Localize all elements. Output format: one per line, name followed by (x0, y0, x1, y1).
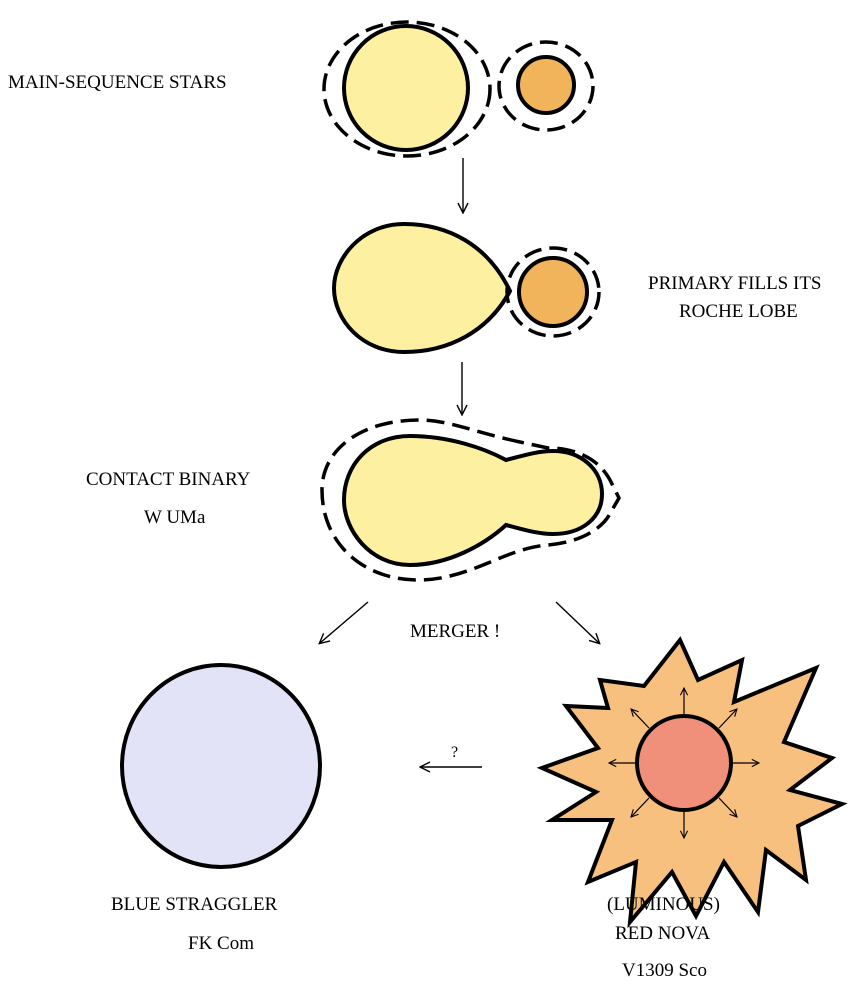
stage-blue-straggler: BLUE STRAGGLER FK Com (111, 665, 320, 954)
secondary-star (518, 57, 574, 113)
label-contact-binary: CONTACT BINARY (86, 469, 251, 490)
label-blue-straggler-example: FK Com (188, 933, 254, 954)
stage-contact-binary: CONTACT BINARY W UMa (86, 420, 619, 580)
merger-arrow-right (556, 602, 599, 643)
label-red-nova-example: V1309 Sco (622, 960, 707, 981)
label-question: ? (451, 744, 458, 761)
label-primary-fills-line1: PRIMARY FILLS ITS (648, 273, 822, 294)
label-primary-fills-line2: ROCHE LOBE (679, 301, 798, 322)
label-merger: MERGER ! (410, 621, 500, 642)
primary-star-teardrop (334, 224, 510, 352)
label-main-sequence: MAIN-SEQUENCE STARS (8, 72, 227, 93)
stage-main-sequence: MAIN-SEQUENCE STARS (8, 22, 593, 156)
label-contact-binary-example: W UMa (144, 507, 206, 528)
contact-binary-star (344, 436, 602, 565)
label-red-nova-line2: RED NOVA (615, 923, 710, 944)
blue-straggler-star (122, 665, 320, 867)
label-blue-straggler: BLUE STRAGGLER (111, 894, 278, 915)
merger-arrow-left (320, 602, 368, 643)
nova-core (637, 716, 731, 810)
secondary-star (519, 258, 587, 326)
label-red-nova-line1: (LUMINOUS) (607, 894, 720, 915)
stage-roche-lobe-overflow: PRIMARY FILLS ITS ROCHE LOBE (334, 224, 822, 352)
primary-star (344, 26, 468, 150)
stage-red-nova: (LUMINOUS) RED NOVA V1309 Sco (542, 640, 842, 981)
